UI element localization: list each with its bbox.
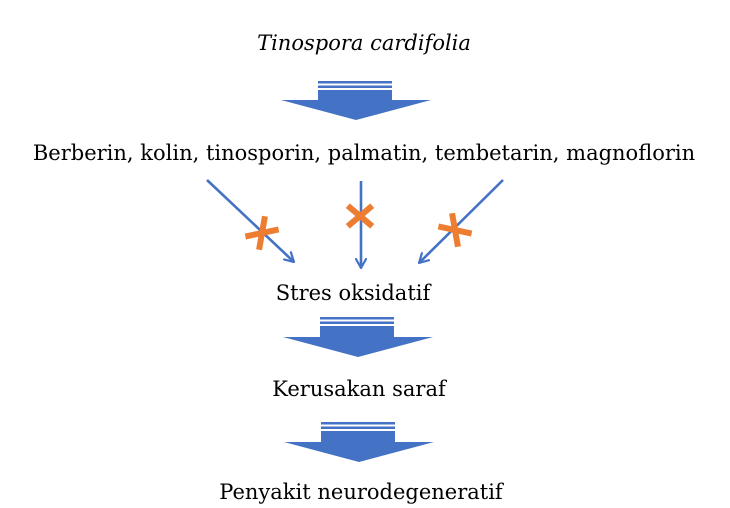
disease-node-label: Penyakit neurodegeneratif [219, 480, 505, 504]
x-cross-icon [437, 212, 473, 248]
flow-arrow-2-stripe [320, 317, 394, 320]
x-cross-icon [345, 203, 375, 229]
flow-arrow-1-shaft [318, 90, 392, 101]
flow-arrow-3-stripe [321, 426, 395, 429]
flow-arrow-1-head [281, 100, 431, 120]
nerve-damage-node-label: Kerusakan saraf [272, 377, 448, 401]
flow-arrow-2-head [283, 337, 433, 357]
source-node-label: Tinospora cardifolia [257, 31, 471, 55]
flow-arrow-2-stripe [320, 321, 394, 324]
flow-arrow-3-shaft [321, 431, 395, 443]
x-cross-icon [244, 215, 280, 251]
flow-arrow-1-stripe [318, 85, 392, 88]
oxidative-stress-node-label: Stres oksidatif [276, 281, 433, 305]
flow-arrow-3 [284, 422, 434, 462]
flow-arrow-1 [281, 81, 431, 120]
flow-arrow-3-stripe [321, 422, 395, 425]
inhibition-arrow-left [206, 179, 294, 262]
flow-arrow-3-head [284, 442, 434, 462]
inhibition-arrow-right [419, 179, 504, 263]
flow-arrow-1-stripe [318, 81, 392, 84]
flow-arrow-2-shaft [320, 326, 394, 338]
flow-arrow-2 [283, 317, 433, 357]
compounds-node-label: Berberin, kolin, tinosporin, palmatin, t… [33, 141, 695, 165]
